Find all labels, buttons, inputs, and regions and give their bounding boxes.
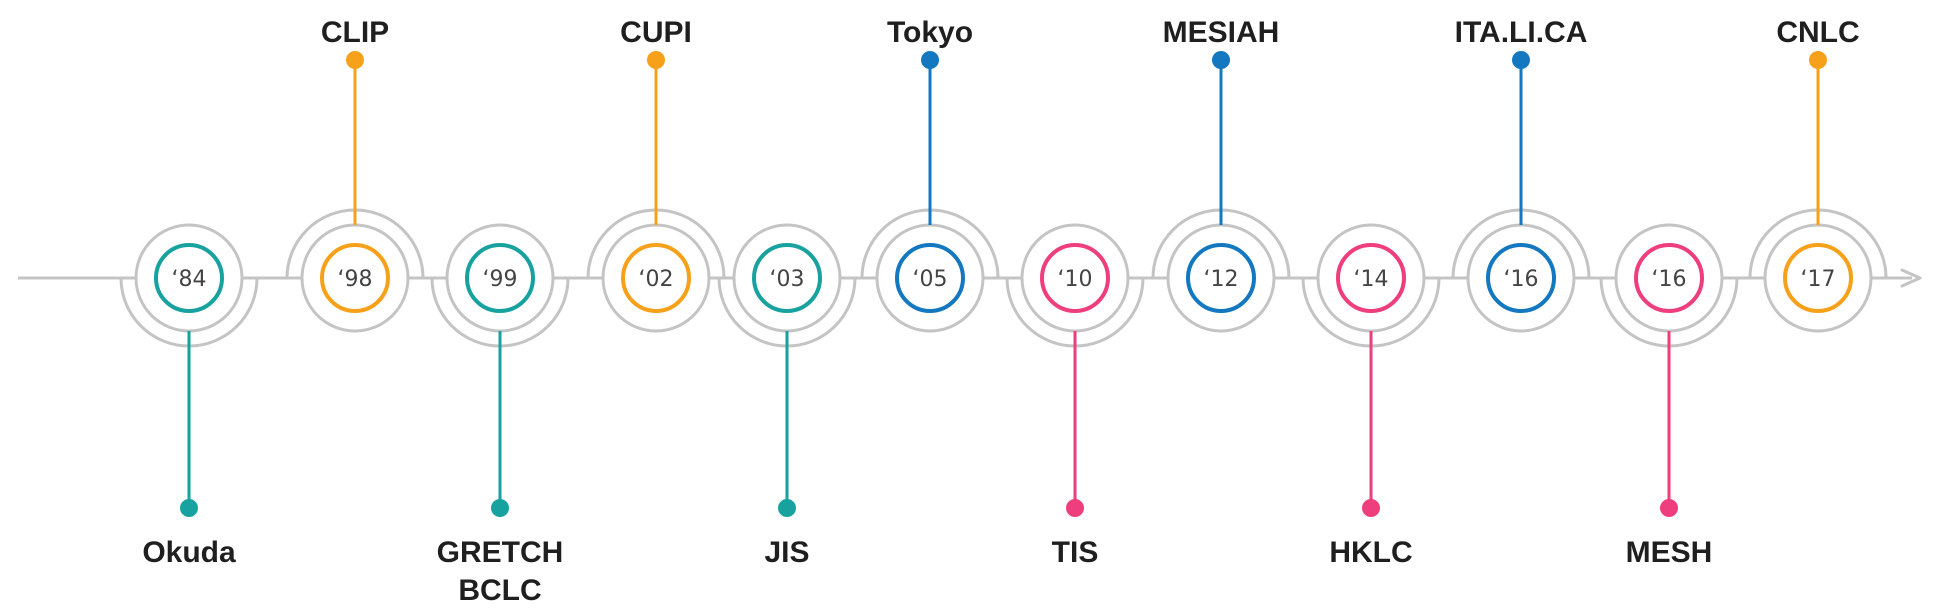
milestone-inner-ring — [1783, 243, 1853, 313]
milestone: ‘12 MESIAH — [1151, 16, 1291, 333]
milestone-inner-ring — [1634, 243, 1704, 313]
milestone-dot — [1809, 51, 1827, 69]
milestone-dot — [647, 51, 665, 69]
milestone-year: ‘17 — [1801, 267, 1836, 292]
milestone-year: ‘10 — [1058, 267, 1093, 292]
milestone-inner-ring — [895, 243, 965, 313]
milestone-label: TIS — [1052, 536, 1099, 569]
milestone-label: JIS — [764, 536, 809, 569]
milestone-label: CNLC — [1776, 16, 1859, 49]
milestone-dot — [491, 499, 509, 517]
milestone-year: ‘16 — [1504, 267, 1539, 292]
milestone: ‘98 CLIP — [285, 16, 425, 333]
milestone-year: ‘16 — [1652, 267, 1687, 292]
milestone-label: BCLC — [458, 574, 541, 607]
milestone-inner-ring — [1486, 243, 1556, 313]
milestone-dot — [1660, 499, 1678, 517]
milestone-inner-ring — [621, 243, 691, 313]
axis-arrow-icon — [1900, 268, 1922, 288]
milestone-label: GRETCH — [437, 536, 564, 569]
milestone-dot — [1512, 51, 1530, 69]
milestone: ‘05 Tokyo — [860, 16, 1000, 333]
milestone-inner-ring — [1040, 243, 1110, 313]
milestone-inner-ring — [465, 243, 535, 313]
milestone-label: Okuda — [142, 536, 236, 569]
milestone-label: MESIAH — [1163, 16, 1280, 49]
milestone-year: ‘12 — [1204, 267, 1239, 292]
milestone-year: ‘14 — [1354, 267, 1389, 292]
milestone-year: ‘05 — [913, 267, 948, 292]
milestone: ‘16 ITA.LI.CA — [1451, 16, 1591, 333]
milestone-dot — [1212, 51, 1230, 69]
milestone-label: CLIP — [321, 16, 389, 49]
milestone-dot — [1362, 499, 1380, 517]
milestone: ‘02 CUPI — [586, 16, 726, 333]
milestone-inner-ring — [1186, 243, 1256, 313]
milestone-label: MESH — [1626, 536, 1713, 569]
milestone-dot — [921, 51, 939, 69]
milestone-year: ‘02 — [639, 267, 674, 292]
milestone-label: HKLC — [1329, 536, 1412, 569]
milestone-year: ‘84 — [172, 267, 207, 292]
milestone-inner-ring — [1336, 243, 1406, 313]
milestone-inner-ring — [320, 243, 390, 313]
milestone-label: ITA.LI.CA — [1455, 16, 1588, 49]
milestone-inner-ring — [154, 243, 224, 313]
milestone-year: ‘99 — [483, 267, 518, 292]
milestone-dot — [346, 51, 364, 69]
milestone-inner-ring — [752, 243, 822, 313]
milestone-dot — [1066, 499, 1084, 517]
milestone-dot — [778, 499, 796, 517]
milestone: ‘17 CNLC — [1748, 16, 1888, 333]
milestone-year: ‘03 — [770, 267, 805, 292]
milestone-dot — [180, 499, 198, 517]
milestone-label: CUPI — [620, 16, 692, 49]
milestone-label: Tokyo — [887, 16, 973, 49]
milestone-year: ‘98 — [338, 267, 373, 292]
